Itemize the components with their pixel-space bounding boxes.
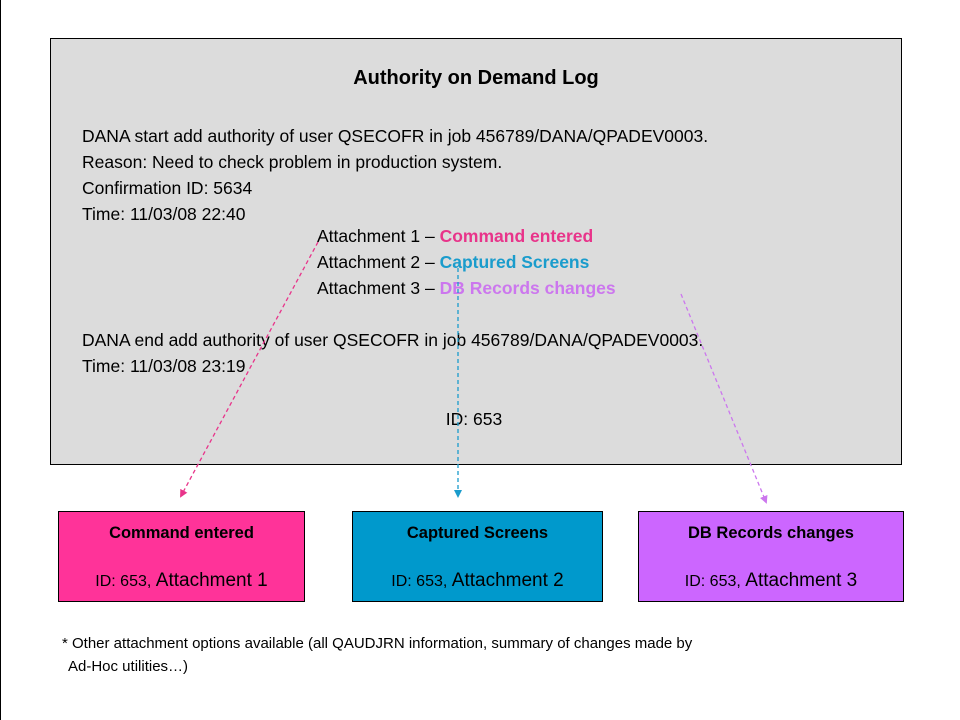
arrow-db-records-changes: [680, 293, 768, 504]
authority-log-panel: Authority on Demand Log DANA start add a…: [50, 38, 902, 465]
box-subtitle: ID: 653, Attachment 1: [59, 570, 304, 592]
attachment-prefix: Attachment 2 –: [317, 252, 440, 272]
db-records-changes-box: DB Records changes ID: 653, Attachment 3: [638, 511, 904, 602]
footnote-line-1: * Other attachment options available (al…: [62, 635, 693, 652]
attachment-prefix: Attachment 3 –: [317, 278, 440, 298]
left-border-line: [0, 0, 1, 720]
log-start-time-line: Time: 11/03/08 22:40: [82, 204, 246, 224]
box-attachment-text: Attachment 3: [745, 570, 858, 591]
log-title: Authority on Demand Log: [353, 67, 599, 89]
box-attachment-text: Attachment 1: [155, 570, 268, 591]
attachment-name: Command entered: [439, 226, 594, 246]
attachment-line-3: Attachment 3 – DB Records changes: [317, 278, 616, 299]
log-id: ID: 653: [445, 409, 503, 429]
box-attachment-text: Attachment 2: [451, 570, 564, 591]
box-title: DB Records changes: [688, 524, 854, 542]
log-end-time-line: Time: 11/03/08 23:19: [82, 356, 246, 376]
box-title: Command entered: [109, 524, 254, 542]
box-subtitle: ID: 653, Attachment 2: [353, 570, 602, 592]
log-confirmation-line: Confirmation ID: 5634: [82, 178, 253, 198]
attachment-line-2: Attachment 2 – Captured Screens: [317, 252, 589, 273]
box-subtitle: ID: 653, Attachment 3: [639, 570, 903, 592]
attachment-prefix: Attachment 1 –: [317, 226, 440, 246]
log-end-line: DANA end add authority of user QSECOFR i…: [82, 330, 704, 350]
log-start-line: DANA start add authority of user QSECOFR…: [82, 126, 709, 146]
box-id-text: ID: 653,: [684, 573, 746, 590]
box-id-text: ID: 653,: [391, 573, 452, 590]
footnote-line-2: Ad-Hoc utilities…): [68, 658, 189, 675]
log-reason-line: Reason: Need to check problem in product…: [82, 152, 503, 172]
attachment-name: DB Records changes: [439, 278, 616, 298]
box-title: Captured Screens: [406, 524, 549, 542]
footnote: * Other attachment options available (al…: [62, 632, 692, 678]
arrow-command-entered: [180, 241, 319, 498]
attachment-name: Captured Screens: [439, 252, 590, 272]
command-entered-box: Command entered ID: 653, Attachment 1: [58, 511, 305, 602]
box-id-text: ID: 653,: [95, 573, 156, 590]
attachment-line-1: Attachment 1 – Command entered: [317, 226, 593, 247]
captured-screens-box: Captured Screens ID: 653, Attachment 2: [352, 511, 603, 602]
